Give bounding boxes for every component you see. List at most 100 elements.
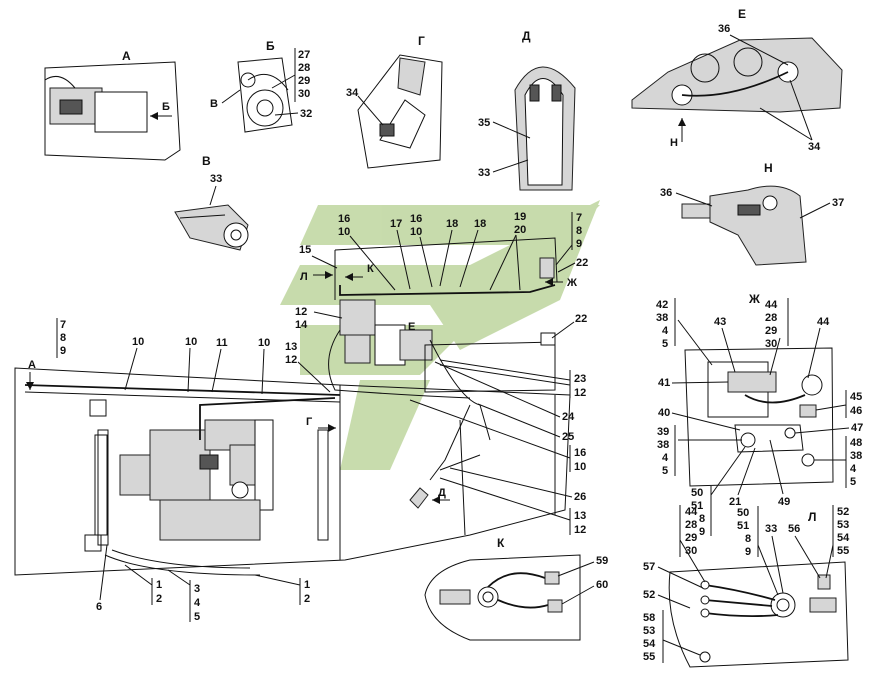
callout-52-l: 52 (837, 506, 849, 518)
callout-24: 24 (562, 411, 575, 423)
callout-23: 23 (574, 373, 586, 385)
cab-assembly: 16 10 17 16 10 18 18 19 20 7 8 9 22 Ж 15… (295, 211, 588, 536)
view-e: Е 36 34 Н (631, 7, 843, 153)
callout-16-c: 16 (574, 447, 586, 459)
callout-30-zh: 30 (765, 338, 777, 350)
callout-10-a: 10 (132, 336, 144, 348)
callout-42: 42 (656, 299, 668, 311)
callout-50-zh: 50 (691, 487, 703, 499)
callout-52-l2: 52 (643, 589, 655, 601)
callout-53-l2: 53 (643, 625, 655, 637)
view-d: Д 35 33 (478, 29, 576, 191)
callout-9-top: 9 (576, 238, 582, 250)
callout-12-c2: 12 (574, 387, 586, 399)
callout-53-l: 53 (837, 519, 849, 531)
callout-59: 59 (596, 555, 608, 567)
callout-12-c3: 12 (574, 524, 586, 536)
view-l: Л 44 28 29 30 50 51 8 9 33 56 52 53 54 5… (643, 505, 850, 668)
callout-4-zh-b: 4 (662, 452, 669, 464)
callout-58: 58 (643, 612, 655, 624)
view-title-b: Б (266, 39, 275, 53)
main-assembly: А 7 8 9 10 10 11 10 13 12 Г 6 1 2 3 4 5 (14, 318, 571, 623)
callout-44-zh-b: 44 (817, 316, 830, 328)
callout-8-top: 8 (576, 225, 582, 237)
callout-22-c: 22 (575, 313, 587, 325)
callout-45: 45 (850, 391, 862, 403)
callout-54-l2: 54 (643, 638, 656, 650)
callout-29: 29 (298, 75, 310, 87)
view-title-e: Е (738, 7, 746, 21)
callout-1-b: 1 (304, 579, 310, 591)
callout-57: 57 (643, 561, 655, 573)
callout-34-e: 34 (808, 141, 821, 153)
callout-47: 47 (851, 422, 863, 434)
callout-4-zh-a: 4 (662, 325, 669, 337)
callout-3: 3 (194, 583, 200, 595)
callout-33-d: 33 (478, 167, 490, 179)
arrow-label-v: В (210, 98, 218, 110)
callout-55-l: 55 (837, 545, 849, 557)
callout-37: 37 (832, 197, 844, 209)
callout-51-l: 51 (737, 520, 749, 532)
callout-41: 41 (658, 377, 670, 389)
view-b: Б В 27 28 29 30 32 (210, 39, 312, 133)
callout-7-top: 7 (576, 212, 582, 224)
callout-49: 49 (778, 496, 790, 508)
callout-33-v: 33 (210, 173, 222, 185)
callout-54-l: 54 (837, 532, 850, 544)
view-zh: Ж 42 38 4 5 43 44 28 29 30 44 41 45 46 4… (656, 292, 863, 538)
callout-12-m: 12 (285, 354, 297, 366)
arrow-label-b: Б (162, 101, 170, 113)
callout-29-l: 29 (685, 532, 697, 544)
view-k: К 59 60 (424, 536, 608, 641)
callout-6: 6 (96, 601, 102, 613)
callout-18-a: 18 (446, 218, 458, 230)
callout-38-zh-c: 38 (850, 450, 862, 462)
callout-48: 48 (850, 437, 862, 449)
callout-7-left: 7 (60, 319, 66, 331)
callout-8-zh: 8 (699, 513, 705, 525)
callout-60: 60 (596, 579, 608, 591)
callout-27: 27 (298, 49, 310, 61)
callout-19: 19 (514, 211, 526, 223)
callout-28-zh: 28 (765, 312, 777, 324)
callout-20: 20 (514, 224, 526, 236)
callout-44-zh: 44 (765, 299, 778, 311)
callout-55-l2: 55 (643, 651, 655, 663)
callout-5-zh-b: 5 (662, 465, 668, 477)
arrow-label-zh-main: Ж (566, 277, 577, 289)
callout-13-m: 13 (285, 341, 297, 353)
callout-10-top-b: 10 (410, 226, 422, 238)
view-title-l: Л (808, 510, 816, 524)
arrow-label-k: К (367, 263, 374, 275)
callout-12-c: 12 (295, 306, 307, 318)
view-title-a: А (122, 49, 131, 63)
arrow-label-e: Е (408, 321, 415, 333)
callout-10-top-a: 10 (338, 226, 350, 238)
callout-39: 39 (657, 426, 669, 438)
arrow-label-d: Д (438, 487, 446, 499)
callout-2-b: 2 (304, 593, 310, 605)
callout-5: 5 (194, 611, 200, 623)
callout-15: 15 (299, 244, 311, 256)
view-g: Г 34 (346, 34, 443, 169)
callout-25: 25 (562, 431, 574, 443)
callout-44-l: 44 (685, 506, 698, 518)
callout-35: 35 (478, 117, 490, 129)
callout-40: 40 (658, 407, 670, 419)
callout-26: 26 (574, 491, 586, 503)
callout-34-g: 34 (346, 87, 359, 99)
callout-30: 30 (298, 88, 310, 100)
callout-4: 4 (194, 597, 201, 609)
callout-14-c: 14 (295, 319, 308, 331)
callout-36-n: 36 (660, 187, 672, 199)
view-a: А Б (44, 49, 181, 161)
arrow-label-a: А (28, 359, 36, 371)
callout-28-l: 28 (685, 519, 697, 531)
view-title-zh: Ж (748, 292, 760, 306)
arrow-label-n: Н (670, 137, 678, 149)
callout-29-zh: 29 (765, 325, 777, 337)
view-title-v: В (202, 154, 211, 168)
view-title-g: Г (418, 34, 425, 48)
